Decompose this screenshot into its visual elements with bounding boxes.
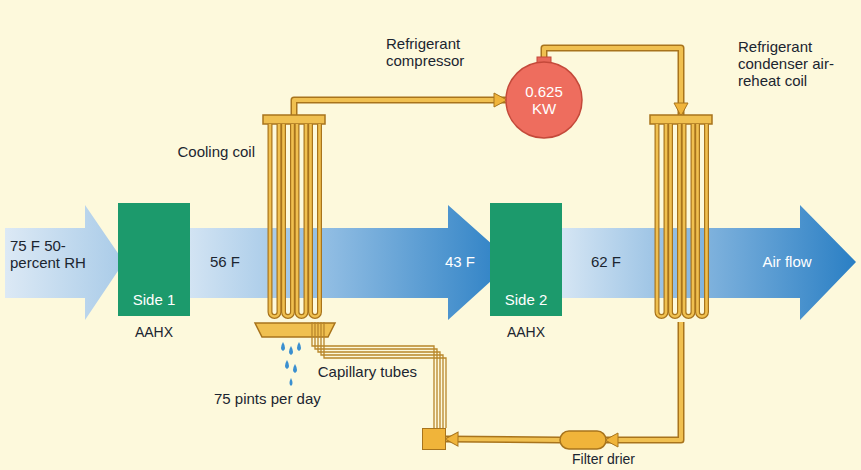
coil-tube-outline — [297, 124, 306, 316]
cooling-coil-shape — [263, 115, 325, 322]
refrigerant-line — [606, 322, 681, 440]
refrigerant-line — [446, 439, 560, 440]
node-label: 75 F 50-percent RH — [10, 237, 90, 271]
coil-tube — [297, 124, 306, 316]
coil-tube — [671, 124, 680, 317]
pipe-outline — [294, 100, 506, 115]
air-temperature-band: 62 F — [576, 253, 636, 273]
coil-header — [263, 115, 325, 124]
node-label: 0.625 KW — [521, 83, 567, 117]
node-label: Capillary tubes — [318, 363, 417, 380]
filter-drier: Filter drier — [560, 431, 606, 449]
drier-body — [560, 431, 606, 449]
capillary-header: Capillary tubes — [422, 428, 446, 450]
node-label: Air flow — [742, 253, 832, 270]
filter-drier-shape — [560, 431, 606, 449]
refrigerant-line — [294, 100, 506, 115]
node-label: Side 1 — [118, 291, 190, 308]
pipe-outline — [606, 322, 681, 440]
pipe — [606, 322, 681, 440]
condensate-rate: 75 pints per day — [214, 390, 321, 407]
outlet-air-arrow: Air flow — [742, 253, 832, 273]
coil-tube — [311, 124, 320, 317]
inlet-arrow — [5, 205, 124, 320]
water-drips — [281, 342, 301, 386]
node-label: Refrigerant condenser air-reheat coil — [738, 38, 853, 89]
coil-tube — [698, 124, 707, 317]
inlet-air-arrow: 75 F 50-percent RH — [8, 230, 92, 296]
cooling-coil: Cooling coil — [263, 115, 325, 322]
compressor: 0.625 KWRefrigerant compressor — [506, 62, 582, 138]
node-label: Side 2 — [490, 291, 562, 308]
coil-tube-outline — [684, 124, 693, 316]
heat-exchanger-box: Side 2AAHX — [490, 203, 562, 316]
coil-tube — [270, 124, 279, 317]
capillary-tube — [318, 322, 440, 428]
compressor-body — [506, 62, 582, 138]
refrigerant-line — [312, 322, 446, 428]
pipe-outline — [446, 439, 560, 440]
node-caption: Refrigerant compressor — [386, 35, 486, 69]
coil-tube-outline — [284, 124, 293, 317]
node-caption: AAHX — [476, 324, 576, 341]
heat-exchanger-box: Side 1AAHX — [118, 203, 190, 316]
node-label: Filter drier — [572, 451, 635, 467]
air-band — [188, 205, 512, 320]
node-label: 62 F — [576, 253, 636, 270]
coil-tube-outline — [311, 124, 320, 317]
drain-tray — [255, 323, 335, 337]
pipe — [446, 439, 560, 440]
capillary-tube — [312, 322, 434, 428]
coil-tube-outline — [698, 124, 707, 317]
node-caption: AAHX — [104, 324, 204, 341]
air-temperature-band: 56 F — [196, 253, 254, 273]
pipe — [294, 100, 506, 115]
coil-tube-outline — [671, 124, 680, 317]
coil-header — [650, 115, 712, 124]
node-label: 56 F — [196, 253, 254, 270]
coil-tube-outline — [270, 124, 279, 317]
node-label: Cooling coil — [177, 143, 255, 160]
reheat-coil: Refrigerant condenser air-reheat coil — [650, 115, 712, 322]
capillary-tube — [315, 322, 437, 428]
reheat-coil-shape — [650, 115, 712, 322]
coil-tube — [657, 124, 666, 317]
coil-tube — [284, 124, 293, 317]
air-temperature-band: 43 F — [436, 253, 484, 273]
coil-tube — [684, 124, 693, 316]
coil-tube-outline — [657, 124, 666, 317]
node-label: 43 F — [436, 253, 484, 270]
